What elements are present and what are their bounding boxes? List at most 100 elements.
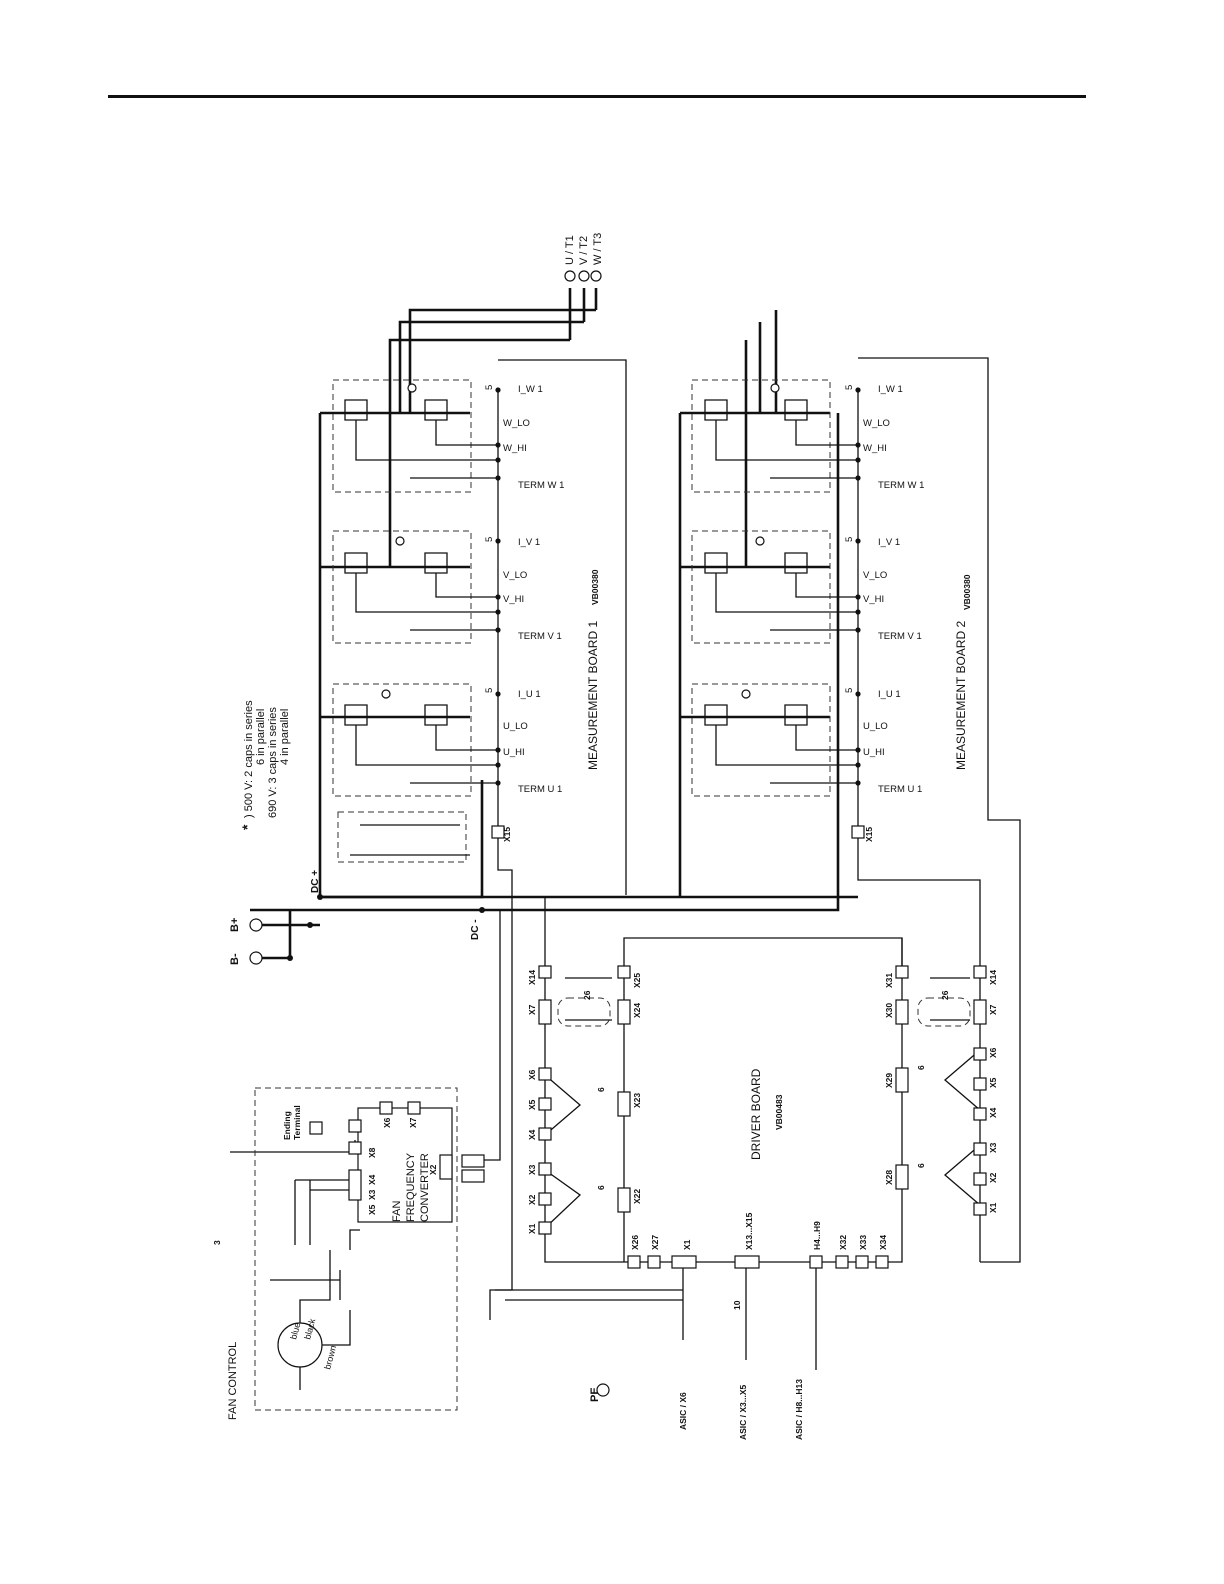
signal-w-lo-2: W_LO bbox=[863, 418, 890, 429]
board2-x3: X3 bbox=[988, 1142, 998, 1153]
driver-x27: X27 bbox=[650, 1235, 660, 1250]
board2-x7: X7 bbox=[988, 1004, 998, 1015]
driver-x1: X1 bbox=[682, 1239, 692, 1250]
signal-u-hi-2: U_HI bbox=[863, 747, 885, 758]
note-line-4: 4 in parallel bbox=[279, 709, 291, 765]
driver-h4-h9: H4...H9 bbox=[812, 1221, 822, 1250]
signal-i-v-2: I_V 1 bbox=[878, 537, 900, 548]
fan-control-label: FAN CONTROL bbox=[227, 1342, 239, 1420]
driver-x23: X23 bbox=[632, 1093, 642, 1108]
driver-x24: X24 bbox=[632, 1003, 642, 1018]
signal-w-hi-1: W_HI bbox=[503, 443, 527, 454]
output-label-w: W / T3 bbox=[592, 233, 604, 265]
bus-label-6c: 6 bbox=[916, 1065, 926, 1070]
board1-x4: X4 bbox=[527, 1129, 537, 1140]
board2-x6: X6 bbox=[988, 1047, 998, 1058]
fan-x3: X3 bbox=[367, 1189, 377, 1200]
signal-w-hi-2: W_HI bbox=[863, 443, 887, 454]
board1-x14: X14 bbox=[527, 970, 537, 985]
fan-ending-line-1: Ending bbox=[282, 1111, 292, 1140]
measurement-board-1-code: VB00380 bbox=[590, 569, 600, 605]
driver-x25: X25 bbox=[632, 973, 642, 988]
board1-x7: X7 bbox=[527, 1004, 537, 1015]
signal-term-u-2: TERM U 1 bbox=[878, 784, 922, 795]
board2-x2: X2 bbox=[988, 1172, 998, 1183]
driver-x26: X26 bbox=[630, 1235, 640, 1250]
note-line-2: 6 in parallel bbox=[255, 709, 267, 765]
driver-x31: X31 bbox=[884, 973, 894, 988]
signal-term-v-1: TERM V 1 bbox=[518, 631, 562, 642]
fan-x6: X6 bbox=[382, 1117, 392, 1128]
label-dc-minus: DC - bbox=[470, 919, 481, 940]
label-asic-x3-x5: ASIC / X3...X5 bbox=[738, 1384, 748, 1440]
fan-converter-line-1: FAN bbox=[391, 1201, 403, 1222]
board1-x1: X1 bbox=[527, 1223, 537, 1234]
fan-x8: X8 bbox=[367, 1147, 377, 1158]
fan-x5: X5 bbox=[367, 1204, 377, 1215]
note-star: * bbox=[239, 824, 255, 830]
terminal-symbols bbox=[249, 270, 610, 1397]
bus-count-w-2: 5 bbox=[844, 385, 855, 390]
output-label-v: V / T2 bbox=[578, 236, 590, 265]
signal-i-v-1: I_V 1 bbox=[518, 537, 540, 548]
measurement-board-2 bbox=[489, 379, 981, 1320]
board1-x6: X6 bbox=[527, 1069, 537, 1080]
fan-control-block bbox=[254, 1087, 485, 1411]
board1-x3: X3 bbox=[527, 1164, 537, 1175]
fan-ending-line-2: Terminal bbox=[292, 1105, 302, 1140]
signal-u-lo-2: U_LO bbox=[863, 721, 888, 732]
bus-count-v-2: 5 bbox=[844, 537, 855, 542]
signal-w-lo-1: W_LO bbox=[503, 418, 530, 429]
terminal-u-icon bbox=[564, 270, 576, 282]
driver-x28: X28 bbox=[884, 1170, 894, 1185]
fan-x4: X4 bbox=[367, 1174, 377, 1185]
terminal-b-minus-icon bbox=[249, 951, 263, 965]
driver-x34: X34 bbox=[878, 1235, 888, 1250]
terminal-pe-icon bbox=[596, 1383, 610, 1397]
signal-i-w-1: I_W 1 bbox=[518, 384, 543, 395]
board2-x15: X15 bbox=[864, 827, 874, 842]
board2-x5: X5 bbox=[988, 1077, 998, 1088]
label-asic-x6: ASIC / X6 bbox=[678, 1392, 688, 1430]
bus-label-6b: 6 bbox=[596, 1185, 606, 1190]
driver-x22: X22 bbox=[632, 1189, 642, 1204]
fan-x2: X2 bbox=[428, 1164, 438, 1175]
fan-x7: X7 bbox=[408, 1117, 418, 1128]
bus-label-10: 10 bbox=[732, 1300, 742, 1310]
bus-count-w-1: 5 bbox=[484, 385, 495, 390]
driver-connectors bbox=[538, 965, 987, 1269]
header-rule bbox=[108, 95, 1086, 98]
label-b-plus: B+ bbox=[229, 918, 241, 932]
signal-term-u-1: TERM U 1 bbox=[518, 784, 562, 795]
label-asic-h8-h13: ASIC / H8...H13 bbox=[794, 1379, 804, 1440]
signal-term-v-2: TERM V 1 bbox=[878, 631, 922, 642]
wire-blue-label: blue bbox=[288, 1321, 302, 1340]
board2-x14: X14 bbox=[988, 970, 998, 985]
bus-label-26b: 26 bbox=[940, 990, 950, 1000]
note-line-1: ) 500 V: 2 caps in series bbox=[243, 700, 255, 818]
board2-x4: X4 bbox=[988, 1107, 998, 1118]
fan-converter-line-3: CONVERTER bbox=[419, 1153, 431, 1222]
bus-count-u-1: 5 bbox=[484, 688, 495, 693]
bus-label-26a: 26 bbox=[582, 990, 592, 1000]
signal-u-lo-1: U_LO bbox=[503, 721, 528, 732]
label-dc-plus: DC + bbox=[310, 870, 321, 893]
board1-x15: X15 bbox=[502, 827, 512, 842]
signal-i-w-2: I_W 1 bbox=[878, 384, 903, 395]
signal-v-hi-2: V_HI bbox=[863, 594, 884, 605]
bus-count-v-1: 5 bbox=[484, 537, 495, 542]
measurement-board-2-title: MEASUREMENT BOARD 2 bbox=[954, 621, 968, 770]
board1-x2: X2 bbox=[527, 1194, 537, 1205]
driver-x33: X33 bbox=[858, 1235, 868, 1250]
note-line-3: 690 V: 3 caps in series bbox=[267, 707, 279, 818]
driver-board-title: DRIVER BOARD bbox=[749, 1068, 763, 1160]
bus-label-6a: 6 bbox=[596, 1087, 606, 1092]
measurement-board-1 bbox=[287, 379, 505, 961]
driver-x13-x15: X13...X15 bbox=[744, 1212, 754, 1250]
board1-x5: X5 bbox=[527, 1099, 537, 1110]
signal-i-u-2: I_U 1 bbox=[878, 689, 901, 700]
bus-label-3: 3 bbox=[212, 1240, 222, 1245]
signal-i-u-1: I_U 1 bbox=[518, 689, 541, 700]
signal-v-lo-2: V_LO bbox=[863, 570, 887, 581]
